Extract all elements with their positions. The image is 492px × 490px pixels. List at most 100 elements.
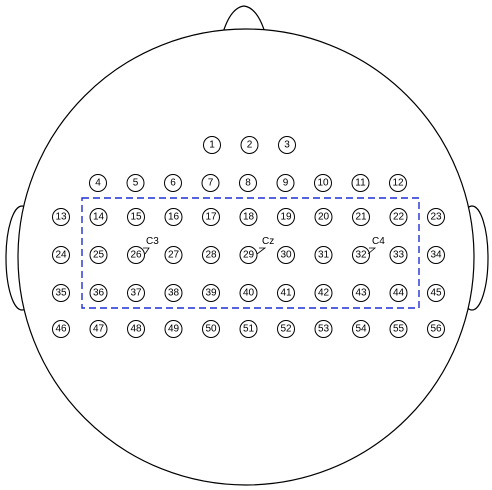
electrode-38: 38 <box>165 285 182 302</box>
electrode-label: 54 <box>355 324 367 335</box>
electrode-label: 16 <box>168 212 180 223</box>
electrode-label: 25 <box>93 250 105 261</box>
electrode-32: 32 <box>353 247 370 264</box>
electrode-16: 16 <box>165 209 182 226</box>
electrode-label: 3 <box>284 140 290 151</box>
electrode-5: 5 <box>127 175 144 192</box>
electrode-6: 6 <box>165 175 182 192</box>
electrode-label: 27 <box>168 250 180 261</box>
electrode-label: 53 <box>318 324 330 335</box>
electrode-label: 35 <box>55 288 67 299</box>
electrode-label: 55 <box>393 324 405 335</box>
electrode-47: 47 <box>90 321 107 338</box>
electrode-label: 49 <box>168 324 180 335</box>
electrode-42: 42 <box>315 285 332 302</box>
site-label-c3: C3 <box>146 236 159 247</box>
electrode-label: 19 <box>280 212 292 223</box>
electrode-51: 51 <box>240 321 257 338</box>
electrode-53: 53 <box>315 321 332 338</box>
electrode-label: 31 <box>318 250 330 261</box>
electrode-label: 14 <box>93 212 105 223</box>
electrode-label: 26 <box>130 250 142 261</box>
electrode-label: 11 <box>355 178 366 189</box>
electrode-label: 34 <box>430 250 442 261</box>
electrode-11: 11 <box>352 175 369 192</box>
electrode-label: 4 <box>95 178 101 189</box>
electrode-4: 4 <box>90 175 107 192</box>
electrode-20: 20 <box>315 209 332 226</box>
electrode-46: 46 <box>53 321 70 338</box>
electrode-label: 30 <box>280 250 292 261</box>
electrode-41: 41 <box>278 285 295 302</box>
electrode-1: 1 <box>204 137 221 154</box>
electrode-7: 7 <box>202 175 219 192</box>
electrode-label: 20 <box>318 212 330 223</box>
electrode-label: 48 <box>130 324 142 335</box>
electrode-label: 8 <box>245 178 251 189</box>
electrode-label: 52 <box>280 324 292 335</box>
electrode-29: 29 <box>240 247 257 264</box>
electrode-30: 30 <box>278 247 295 264</box>
electrode-52: 52 <box>278 321 295 338</box>
electrode-label: 33 <box>393 250 405 261</box>
electrode-21: 21 <box>353 209 370 226</box>
electrode-34: 34 <box>428 247 445 264</box>
electrode-15: 15 <box>128 209 145 226</box>
electrode-3: 3 <box>279 137 296 154</box>
electrode-label: 18 <box>243 212 255 223</box>
electrode-9: 9 <box>277 175 294 192</box>
electrode-19: 19 <box>278 209 295 226</box>
electrode-49: 49 <box>165 321 182 338</box>
electrode-26: 26 <box>128 247 145 264</box>
electrode-label: 1 <box>209 140 215 151</box>
electrode-label: 15 <box>130 212 142 223</box>
electrode-10: 10 <box>315 175 332 192</box>
electrode-24: 24 <box>53 247 70 264</box>
electrode-48: 48 <box>128 321 145 338</box>
electrode-label: 32 <box>355 250 367 261</box>
electrode-label: 9 <box>283 178 289 189</box>
electrode-label: 23 <box>430 212 442 223</box>
electrode-label: 42 <box>318 288 330 299</box>
electrode-2: 2 <box>241 137 258 154</box>
electrode-label: 50 <box>205 324 217 335</box>
electrode-label: 51 <box>243 324 255 335</box>
electrode-label: 37 <box>130 288 142 299</box>
electrode-label: 5 <box>133 178 139 189</box>
electrode-label: 43 <box>355 288 367 299</box>
electrode-40: 40 <box>240 285 257 302</box>
electrode-label: 28 <box>205 250 217 261</box>
electrode-label: 29 <box>243 250 255 261</box>
electrode-label: 7 <box>208 178 214 189</box>
electrode-27: 27 <box>165 247 182 264</box>
electrode-37: 37 <box>128 285 145 302</box>
electrode-18: 18 <box>240 209 257 226</box>
electrode-12: 12 <box>390 175 407 192</box>
electrode-label: 44 <box>393 288 405 299</box>
electrode-13: 13 <box>53 209 70 226</box>
electrode-43: 43 <box>353 285 370 302</box>
electrode-50: 50 <box>203 321 220 338</box>
electrode-label: 13 <box>55 212 67 223</box>
electrode-label: 40 <box>243 288 255 299</box>
electrode-22: 22 <box>390 209 407 226</box>
electrode-35: 35 <box>53 285 70 302</box>
electrode-label: 10 <box>317 178 329 189</box>
electrode-label: 46 <box>55 324 67 335</box>
electrode-17: 17 <box>203 209 220 226</box>
electrode-14: 14 <box>90 209 107 226</box>
electrode-label: 56 <box>430 324 442 335</box>
electrode-23: 23 <box>428 209 445 226</box>
electrode-31: 31 <box>315 247 332 264</box>
electrode-label: 47 <box>93 324 105 335</box>
electrode-55: 55 <box>390 321 407 338</box>
electrode-45: 45 <box>428 285 445 302</box>
electrode-label: 22 <box>393 212 405 223</box>
electrode-39: 39 <box>203 285 220 302</box>
electrode-label: 39 <box>205 288 217 299</box>
electrode-25: 25 <box>90 247 107 264</box>
electrode-label: 6 <box>170 178 176 189</box>
electrode-33: 33 <box>390 247 407 264</box>
electrode-54: 54 <box>353 321 370 338</box>
